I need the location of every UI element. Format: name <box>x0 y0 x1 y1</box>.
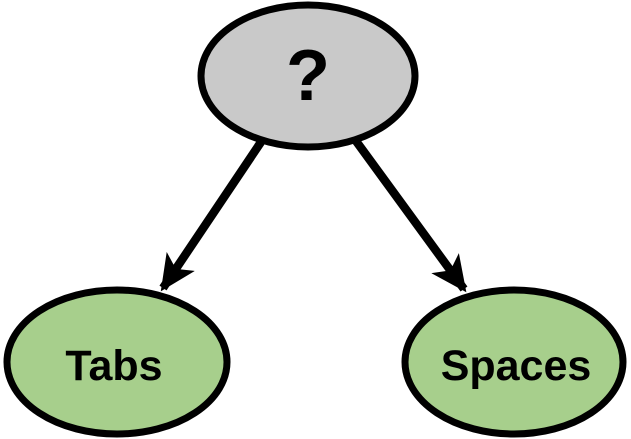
edge-root-to-spaces <box>352 138 468 293</box>
root-node-ellipse <box>197 1 419 151</box>
root-node-label: ? <box>286 36 330 116</box>
spaces-node-label: Spaces <box>441 342 592 390</box>
spaces-node-ellipse <box>401 286 627 438</box>
tabs-node-label: Tabs <box>65 342 162 390</box>
edge-root-to-tabs <box>159 139 265 292</box>
tabs-node-ellipse <box>3 286 231 438</box>
